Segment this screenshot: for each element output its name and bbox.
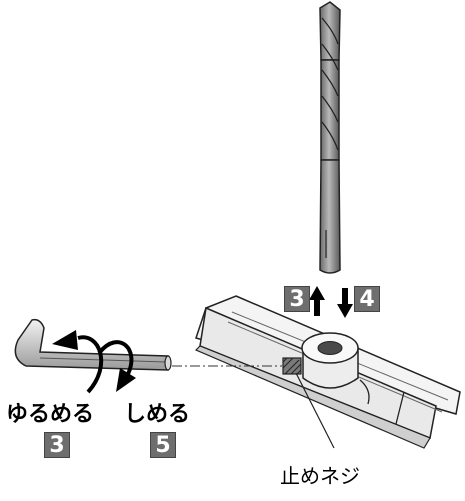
set-screw: [282, 357, 302, 375]
collar-block: [301, 332, 359, 389]
loosen-rotation-arrow: [52, 330, 104, 394]
lower-step-badge: 4: [354, 286, 380, 312]
lift-arrow: [309, 286, 325, 316]
drill-bit: [319, 1, 341, 274]
loosen-step-badge: 3: [44, 432, 70, 458]
hex-wrench: [14, 318, 172, 371]
tighten-rotation-arrow: [98, 340, 136, 392]
set-screw-leader: [295, 372, 335, 449]
tighten-label: しめる: [124, 402, 191, 427]
tighten-step-badge: 5: [150, 432, 176, 458]
set-screw-label: 止めネジ: [280, 464, 360, 488]
lower-arrow: [337, 288, 353, 318]
loosen-label: ゆるめる: [6, 402, 95, 427]
lift-step-badge: 3: [284, 286, 310, 312]
